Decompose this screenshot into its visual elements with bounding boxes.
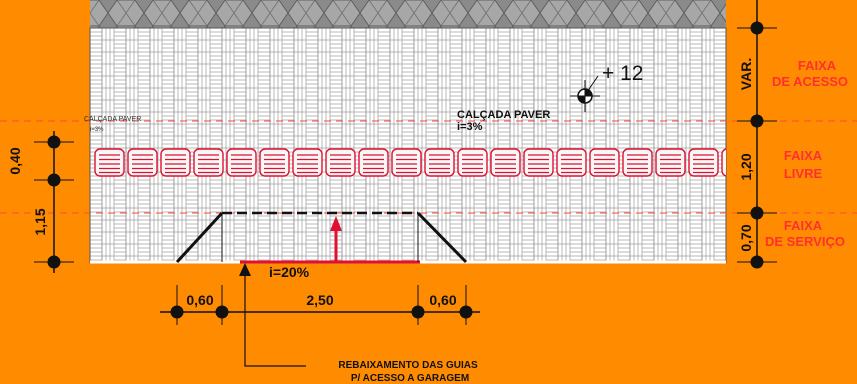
zone-livre-line2: LIVRE: [784, 166, 823, 181]
ramp-slope-label: i=20%: [269, 264, 310, 280]
dim-left-upper: 0,40: [7, 147, 23, 174]
street-cobblestone-strip: [90, 0, 726, 28]
garage-ramp: [175, 211, 468, 264]
dim-bottom-left: 0,60: [186, 292, 213, 308]
left-dimension-line: [34, 131, 74, 273]
dim-livre: 1,20: [738, 153, 754, 180]
note-leader-arrow: [239, 263, 306, 367]
paver-sidewalk-area: [89, 27, 727, 264]
note-line2: P/ ACESSO A GARAGEM: [351, 373, 469, 384]
small-slope-label: i=3%: [90, 127, 104, 133]
elevation-label: + 12: [602, 62, 643, 85]
dim-left-lower: 1,15: [32, 208, 48, 235]
calcada-slope-label: i=3%: [457, 121, 483, 133]
dim-acesso: VAR.: [738, 58, 754, 90]
dim-servico: 0,70: [738, 224, 754, 251]
ramp-slope-arrow: [330, 216, 342, 262]
right-dimension-line: [737, 0, 777, 269]
elevation-marker-icon: [570, 75, 600, 112]
zone-servico-line2: DE SERVIÇO: [765, 234, 845, 249]
zone-acesso-line2: DE ACESSO: [772, 74, 848, 89]
tactile-floor-band: [94, 147, 726, 179]
zone-servico-line1: FAIXA: [784, 218, 823, 233]
bottom-dimension-line: [160, 285, 480, 325]
zone-acesso-line1: FAIXA: [798, 58, 837, 73]
dim-bottom-right: 0,60: [429, 292, 456, 308]
note-line1: REBAIXAMENTO DAS GUIAS: [338, 360, 478, 371]
small-paver-label: CALÇADA PAVER: [84, 116, 141, 123]
calcada-paver-label: CALÇADA PAVER: [457, 109, 550, 121]
zone-livre-line1: FAIXA: [784, 148, 823, 163]
dim-bottom-middle: 2,50: [306, 292, 333, 308]
